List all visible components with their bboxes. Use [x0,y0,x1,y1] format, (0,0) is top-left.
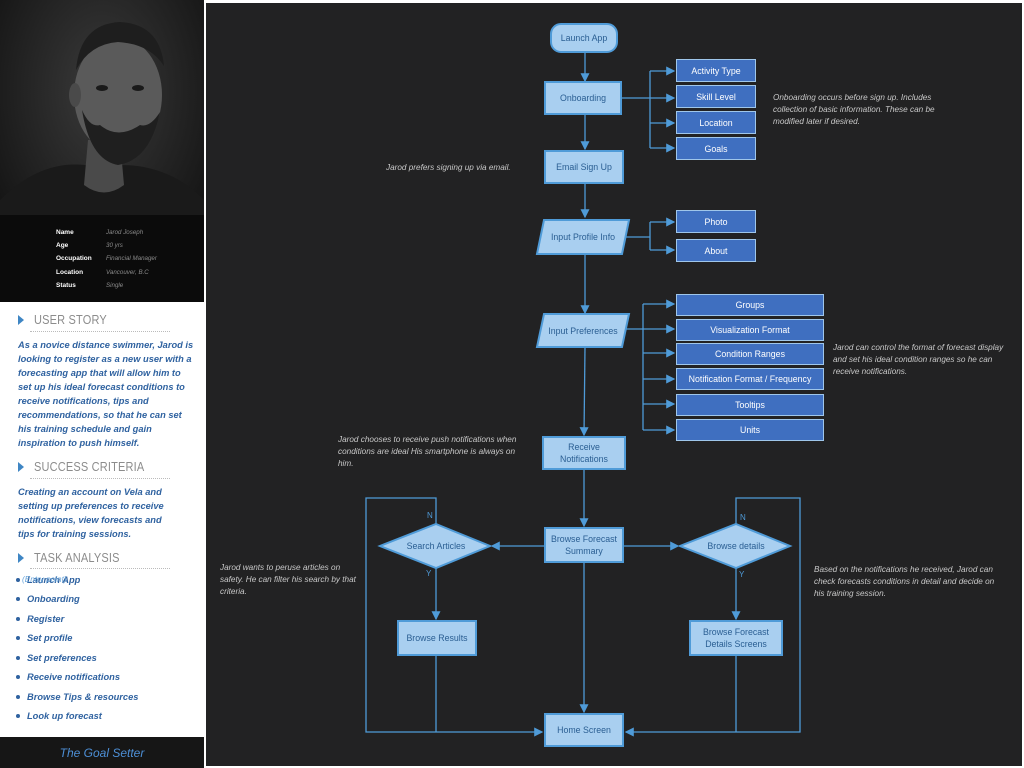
node-units: Units [676,419,824,441]
section-triangle-icon [18,462,24,472]
task-item: Look up forecast [16,707,138,727]
task-label: Look up forecast [27,711,102,722]
divider [30,568,170,569]
user-flow-diagram: Launch App Onboarding Activity Type Skil… [206,3,1022,766]
profile-value: Financial Manager [106,255,157,263]
node-browse-forecast-summary: Browse Forecast Summary [544,527,624,563]
task-item: Onboarding [16,590,138,610]
divider [30,331,170,332]
note-onboarding: Onboarding occurs before sign up. Includ… [773,93,935,126]
node-skill-level: Skill Level [676,85,756,108]
profile-label: Location [56,268,84,276]
task-note: (Entry point) [22,574,67,584]
profile-label: Age [56,242,69,250]
bullet-icon [16,714,20,719]
yes-label: Y [426,569,432,578]
section-triangle-icon [18,553,24,563]
note-email: Jarod prefers signing up via email. [386,163,511,172]
task-item: Register [16,609,138,629]
profile-value: Vancouver, B.C [106,268,149,276]
profile-row: Occupation Financial Manager [56,252,204,265]
task-item: Receive notifications [16,668,138,688]
persona-title: The Goal Setter [59,745,145,760]
node-activity-type: Activity Type [676,59,756,82]
bullet-icon [16,655,20,660]
note-notifications: Jarod chooses to receive push notificati… [338,435,517,468]
node-location: Location [676,111,756,134]
bullet-icon [16,616,20,621]
task-item: Browse Tips & resources [16,687,138,707]
task-label: Set profile [27,633,73,644]
bullet-icon [16,577,20,582]
node-photo: Photo [676,210,756,233]
node-about: About [676,239,756,262]
task-item: Set profile [16,629,138,649]
node-browse-details: Browse details [707,541,765,551]
profile-label: Name [56,229,74,237]
task-label: Register [27,613,65,624]
node-condition-ranges: Condition Ranges [676,343,824,365]
bullet-icon [16,597,20,602]
task-item: Set preferences [16,648,138,668]
node-visualization-format: Visualization Format [676,319,824,341]
divider [30,478,170,479]
node-receive-notifications: Receive Notifications [542,436,626,470]
flow-connectors [365,53,801,737]
success-criteria-heading: SUCCESS CRITERIA [18,460,159,474]
task-label: Set preferences [27,652,97,663]
node-onboarding: Onboarding [544,81,622,115]
node-input-preferences: Input Preferences [548,325,618,336]
no-label: N [427,511,433,520]
profile-row: Name Jarod Joseph [56,226,204,239]
node-goals: Goals [676,137,756,160]
profile-value: 30 yrs [106,242,123,250]
task-label: Onboarding [27,594,80,605]
profile-label: Occupation [56,255,92,263]
persona-footer: The Goal Setter [0,737,204,768]
success-criteria-text: Creating an account on Vela and setting … [18,487,164,539]
node-tooltips: Tooltips [676,394,824,416]
note-preferences: Jarod can control the format of forecast… [833,343,1004,376]
user-story-text: As a novice distance swimmer, Jarod is l… [18,340,194,448]
profile-value: Single [106,281,124,289]
node-email-sign-up: Email Sign Up [544,150,624,184]
profile-label: Status [56,281,76,289]
bullet-icon [16,675,20,680]
yes-label: Y [739,570,745,579]
node-search-articles: Search Articles [406,541,466,551]
node-groups: Groups [676,294,824,316]
node-browse-forecast-details: Browse Forecast Details Screens [689,620,783,656]
profile-row: Location Vancouver, B.C [56,266,204,279]
task-analysis-heading: TASK ANALYSIS [18,551,131,565]
profile-row: Status Single [56,279,204,292]
section-triangle-icon [18,315,24,325]
profile-row: Age 30 yrs [56,239,204,252]
note-search: Jarod wants to peruse articles on safety… [220,563,356,596]
no-label: N [740,513,746,522]
bullet-icon [16,636,20,641]
task-label: Receive notifications [27,672,120,683]
note-details: Based on the notifications he received, … [814,565,995,598]
task-item: Launch App(Entry point) [16,570,138,590]
bullet-icon [16,694,20,699]
node-browse-results: Browse Results [397,620,477,656]
node-notification-format: Notification Format / Frequency [676,368,824,390]
node-input-profile-info: Input Profile Info [550,232,616,242]
profile-value: Jarod Joseph [106,229,144,237]
node-launch-app: Launch App [550,23,618,53]
node-home-screen: Home Screen [544,713,624,747]
task-label: Launch App [27,574,81,585]
user-story-heading: USER STORY [18,313,117,327]
task-label: Browse Tips & resources [27,691,139,702]
